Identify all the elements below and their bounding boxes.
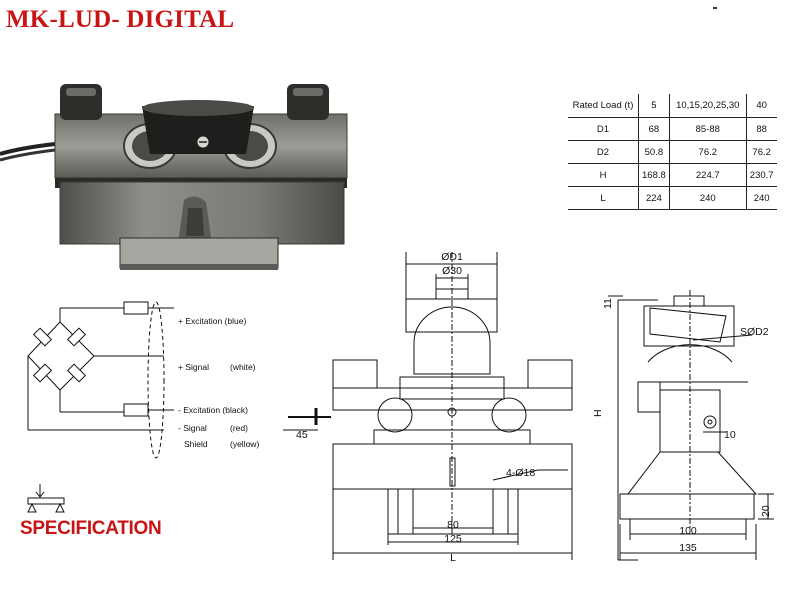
table-cell: 68 [638,117,670,141]
product-photo [0,84,348,270]
table-cell: Rated Load (t) [568,94,639,118]
dim-125: 125 [444,533,462,545]
table-cell: 230.7 [745,163,777,187]
wire-color-signal-pos: (white) [230,362,256,372]
wire-label-signal-pos: + Signal [178,362,209,372]
table-cell: 5 [638,94,670,118]
table-cell: 76.2 [745,140,777,164]
dim-d30: Ø30 [442,265,462,277]
table-cell: 76.2 [668,140,747,164]
dim-L: L [450,552,456,564]
wire-color-signal-neg: (red) [230,423,248,433]
table-row: Rated Load (t) 5 10,15,20,25,30 40 [568,94,777,118]
wire-label-excitation-pos: + Excitation (blue) [178,316,246,326]
table-cell: 88 [745,117,777,141]
table-cell: 224.7 [668,163,747,187]
table-cell: 50.8 [638,140,670,164]
dim-135: 135 [679,542,697,554]
dim-sd2: SØD2 [740,326,769,338]
table-cell: D1 [568,117,639,141]
load-arrow-icon [27,484,65,513]
wiring-diagram: + Excitation (blue) + Signal (white) - E… [27,301,259,459]
front-view [283,252,573,560]
dim-H: H [592,409,604,417]
dim-d1: ØD1 [441,251,463,263]
dim-10: 10 [724,429,736,441]
table-cell: L [568,186,639,210]
cable-icon [0,142,56,162]
dim-cable-45: 45 [296,429,308,441]
table-cell: D2 [568,140,639,164]
dim-11: 11 [602,298,614,309]
table-row: D2 50.8 76.2 76.2 [568,140,777,164]
table-cell: 224 [638,186,670,210]
side-view [608,290,774,561]
stray-mark [713,7,717,9]
table-row: H 168.8 224.7 230.7 [568,163,777,187]
dim-100: 100 [679,525,697,537]
wire-label-signal-neg: - Signal [178,423,207,433]
technical-drawing: ØD1 Ø30 45 4-Ø18 80 125 L 11 SØD2 H 10 2… [283,251,774,564]
wire-label-excitation-neg: - Excitation (black) [178,405,248,415]
table-cell: 40 [745,94,777,118]
spec-table: Rated Load (t) 5 10,15,20,25,30 40 D1 68… [568,94,777,210]
table-cell: 240 [668,186,747,210]
table-cell: 85-88 [668,117,747,141]
dim-80: 80 [447,519,459,531]
wire-color-shield: (yellow) [230,439,259,449]
wire-label-shield: Shield [184,439,208,449]
brand-title: MK-LUD- DIGITAL [6,6,235,33]
table-cell: H [568,163,639,187]
table-cell: 240 [745,186,777,210]
dim-20: 20 [760,505,772,517]
table-row: D1 68 85-88 88 [568,117,777,141]
table-cell: 10,15,20,25,30 [668,94,747,118]
dim-holes: 4-Ø18 [506,467,535,479]
table-row: L 224 240 240 [568,186,777,210]
specification-title: SPECIFICATION [20,518,162,539]
table-cell: 168.8 [638,163,670,187]
